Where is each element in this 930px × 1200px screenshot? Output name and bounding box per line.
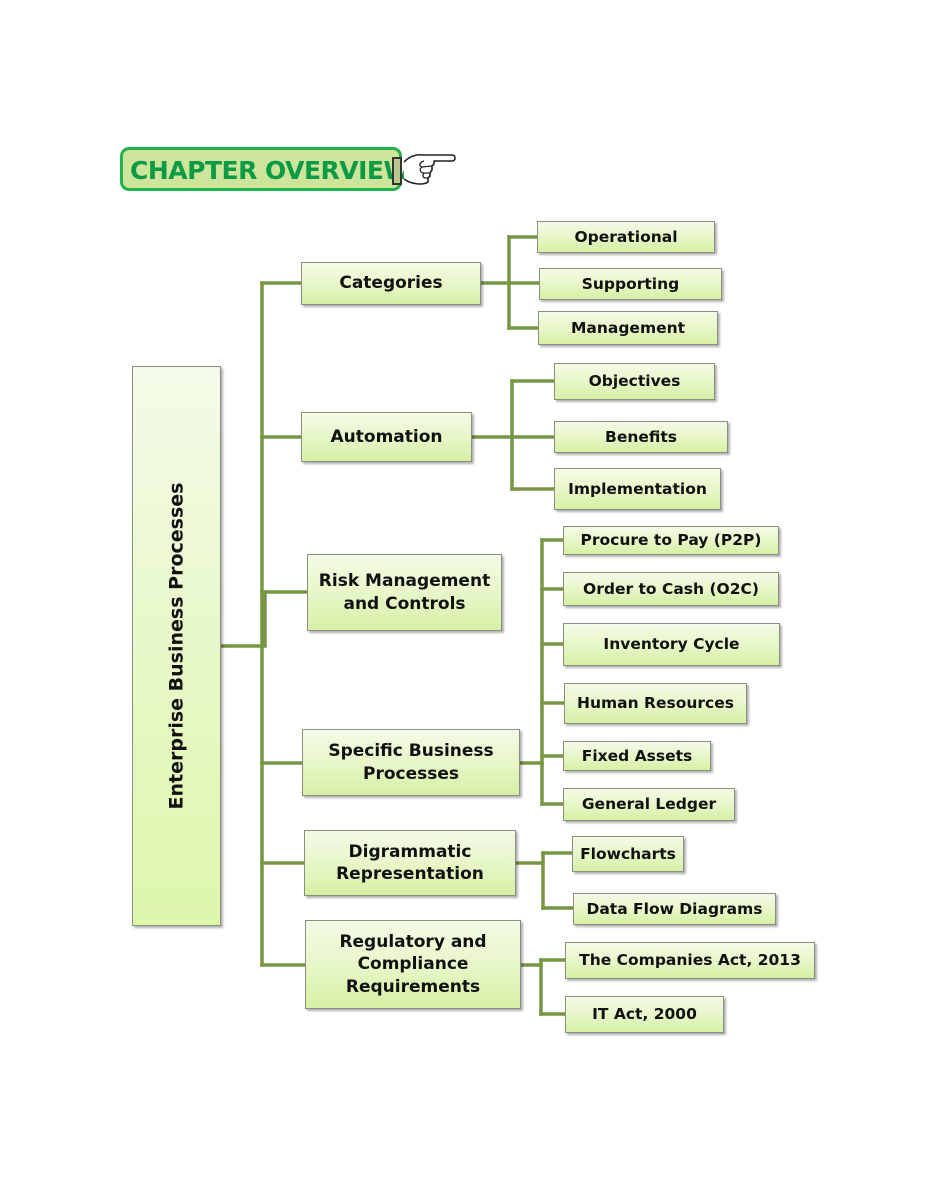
node-categories: Categories <box>301 262 481 305</box>
node-regulatory-compliance: Regulatory and Compliance Requirements <box>305 920 521 1009</box>
node-general-ledger: General Ledger <box>563 788 735 821</box>
pointing-hand-icon <box>403 153 456 185</box>
node-benefits: Benefits <box>554 421 728 453</box>
node-procure-to-pay: Procure to Pay (P2P) <box>563 526 779 555</box>
node-inventory-cycle: Inventory Cycle <box>563 623 780 666</box>
root-node: Enterprise Business Processes <box>132 366 221 926</box>
node-operational: Operational <box>537 221 715 253</box>
badge-tab <box>392 157 402 185</box>
node-flowcharts: Flowcharts <box>572 836 684 872</box>
node-diagrammatic-representation: Digrammatic Representation <box>304 830 516 896</box>
chapter-overview-title: CHAPTER OVERVIEW <box>130 156 411 185</box>
node-objectives: Objectives <box>554 363 715 400</box>
node-fixed-assets: Fixed Assets <box>563 741 711 771</box>
chapter-overview-badge: CHAPTER OVERVIEW <box>120 147 411 191</box>
node-data-flow-diagrams: Data Flow Diagrams <box>573 893 776 925</box>
node-it-act: IT Act, 2000 <box>565 996 724 1033</box>
node-specific-business-processes: Specific Business Processes <box>302 729 520 796</box>
node-supporting: Supporting <box>539 268 722 300</box>
node-implementation: Implementation <box>554 468 721 510</box>
node-risk-management: Risk Management and Controls <box>307 554 502 631</box>
node-management: Management <box>538 311 718 345</box>
node-automation: Automation <box>301 412 472 462</box>
root-node-label: Enterprise Business Processes <box>165 482 188 810</box>
node-human-resources: Human Resources <box>564 683 747 724</box>
node-order-to-cash: Order to Cash (O2C) <box>563 572 779 606</box>
node-companies-act: The Companies Act, 2013 <box>565 942 815 979</box>
